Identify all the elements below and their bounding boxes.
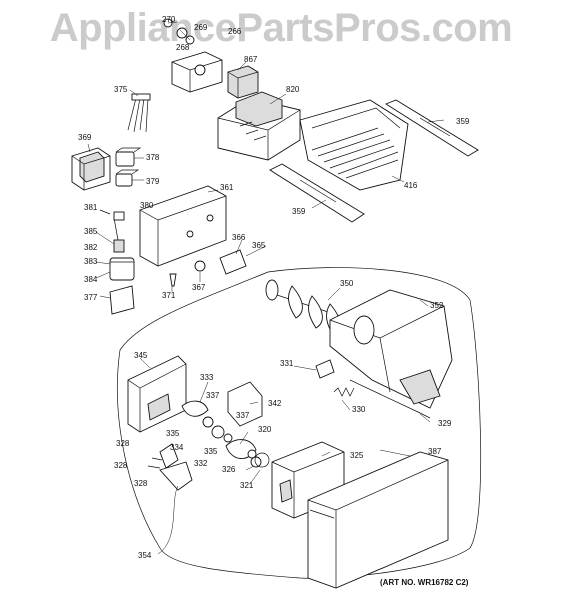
label-385: 385 [84, 227, 98, 236]
part-motor-384 [109, 257, 135, 281]
label-366: 366 [232, 233, 246, 242]
part-switch-378 [115, 147, 142, 167]
label-383: 383 [84, 257, 98, 266]
part-housing-361 [139, 185, 227, 267]
part-bracket-266 [171, 51, 223, 93]
part-shelf-416 [299, 99, 409, 191]
label-354: 354 [138, 551, 152, 560]
label-335-top: 335 [166, 429, 180, 438]
part-rod-329 [349, 379, 431, 419]
label-380: 380 [140, 201, 154, 210]
part-bracket-331 [315, 359, 335, 379]
part-bucket-352 [329, 289, 453, 409]
label-330: 330 [352, 405, 366, 414]
label-328-b: 328 [114, 461, 128, 470]
label-361: 361 [220, 183, 234, 192]
part-rail-359-top [385, 99, 479, 157]
label-867: 867 [244, 55, 258, 64]
label-269: 269 [194, 23, 208, 32]
label-334: 334 [170, 443, 184, 452]
label-332: 332 [194, 459, 208, 468]
part-bracket-377 [109, 285, 135, 315]
part-connector-867 [227, 65, 259, 99]
label-333: 333 [200, 373, 214, 382]
part-solenoid-369 [71, 147, 111, 191]
label-359-top: 359 [456, 117, 470, 126]
label-387: 387 [428, 447, 442, 456]
label-331: 331 [280, 359, 294, 368]
label-342: 342 [268, 399, 282, 408]
label-381: 381 [84, 203, 98, 212]
label-328-c: 328 [134, 479, 148, 488]
label-367: 367 [192, 283, 206, 292]
part-screw-371 [169, 273, 177, 287]
part-cover-345 [127, 355, 187, 433]
part-ring-326-321 [250, 452, 270, 468]
label-820: 820 [286, 85, 300, 94]
label-326: 326 [222, 465, 236, 474]
label-335-mid: 335 [204, 447, 218, 456]
label-350: 350 [340, 279, 354, 288]
part-cams-333-337 [181, 400, 233, 443]
label-359-lower: 359 [292, 207, 306, 216]
part-links-328 [147, 443, 193, 491]
label-321: 321 [240, 481, 254, 490]
label-328-a: 328 [116, 439, 130, 448]
part-nut-367 [194, 260, 206, 272]
label-365: 365 [252, 241, 266, 250]
label-369: 369 [78, 133, 92, 142]
label-320: 320 [258, 425, 272, 434]
part-labels: 270 269 266 268 867 375 820 369 378 379 … [78, 15, 470, 560]
label-345: 345 [134, 351, 148, 360]
part-clip-366-365 [219, 249, 247, 275]
part-lever-342 [227, 381, 263, 427]
label-325: 325 [350, 451, 364, 460]
label-270: 270 [162, 15, 176, 24]
assembly-outline [117, 267, 482, 579]
part-cam-320-332 [225, 439, 257, 459]
label-384: 384 [84, 275, 98, 284]
leader-lines [87, 21, 445, 555]
part-door-387 [307, 451, 449, 589]
label-379: 379 [146, 177, 160, 186]
part-pins-381-382 [99, 209, 125, 253]
part-rail-359-lower [269, 163, 365, 223]
label-266: 266 [228, 27, 242, 36]
art-number: (ART NO. WR16782 C2) [380, 578, 469, 587]
label-382: 382 [84, 243, 98, 252]
label-375: 375 [114, 85, 128, 94]
part-harness-375 [127, 93, 151, 133]
label-268: 268 [176, 43, 190, 52]
label-337-top: 337 [206, 391, 220, 400]
label-377: 377 [84, 293, 98, 302]
label-352: 352 [430, 301, 444, 310]
label-416: 416 [404, 181, 418, 190]
part-switch-379 [115, 169, 140, 187]
part-spring-330 [333, 387, 355, 397]
label-329: 329 [438, 419, 452, 428]
label-371: 371 [162, 291, 176, 300]
label-378: 378 [146, 153, 160, 162]
label-337-mid: 337 [236, 411, 250, 420]
part-icemaker-820 [217, 91, 301, 161]
part-auger-350 [265, 279, 341, 337]
